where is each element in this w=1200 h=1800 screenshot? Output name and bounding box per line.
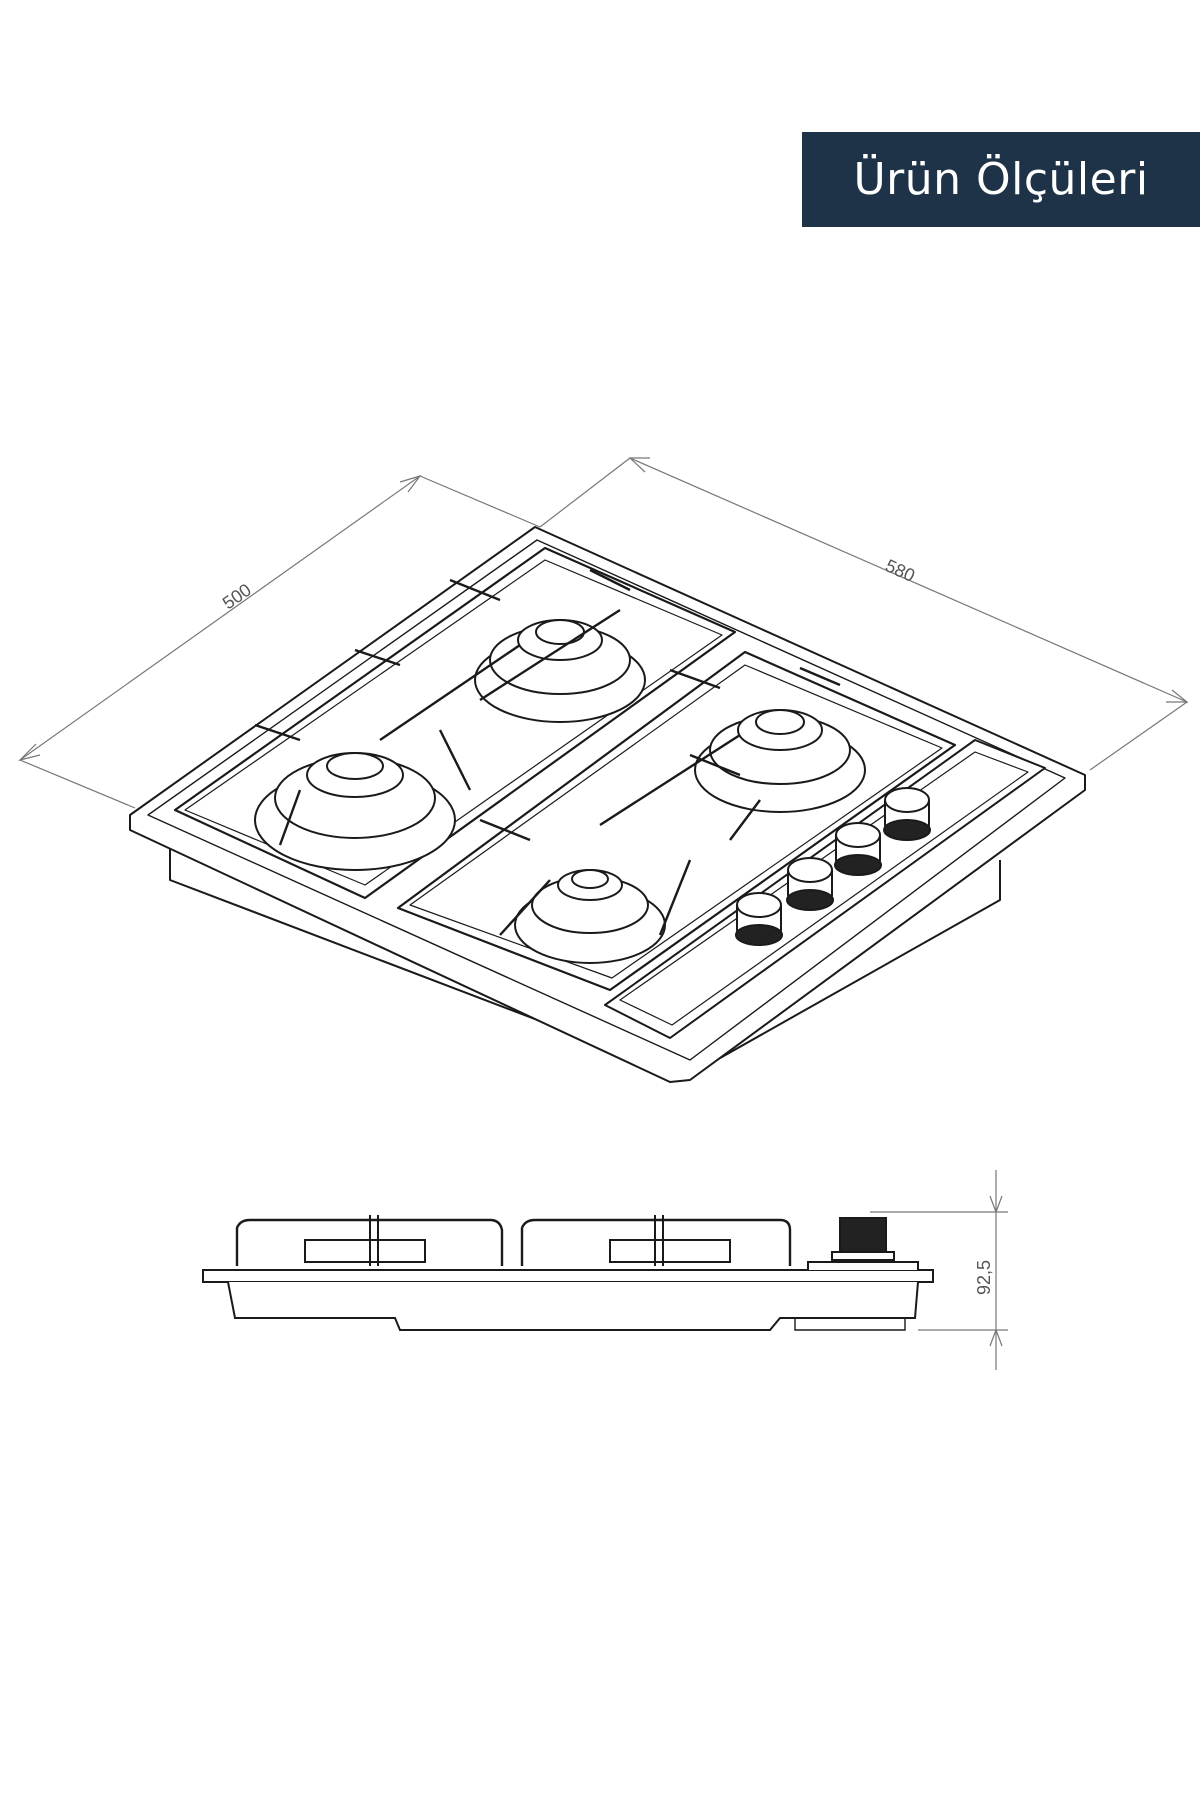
- knob-3: [834, 822, 882, 876]
- depth-dimension-line: [19, 475, 421, 761]
- grate-right: [396, 650, 957, 992]
- title-badge: Ürün Ölçüleri: [802, 132, 1200, 227]
- control-knobs: [735, 787, 931, 946]
- height-dimension-label: 92,5: [974, 1260, 994, 1295]
- knob-4: [883, 787, 931, 841]
- burner-rear-left: [474, 619, 646, 723]
- burner-front-left: [254, 752, 456, 871]
- knob-2: [786, 857, 834, 911]
- height-dimension: [870, 1170, 1008, 1370]
- grate-bars: [254, 568, 841, 936]
- depth-dimension-label: 500: [219, 580, 255, 614]
- dimension-lines: [18, 457, 1189, 809]
- side-grate-right: [520, 1218, 792, 1266]
- hob-isometric-view: [129, 526, 1086, 1083]
- knob-1: [735, 892, 783, 946]
- page-title: Ürün Ölçüleri: [853, 154, 1149, 205]
- side-body: [227, 1281, 919, 1331]
- grate-left: [173, 546, 737, 900]
- hob-side-view: [202, 1215, 934, 1331]
- burner-rear-right: [694, 709, 866, 813]
- side-burner-right: [609, 1239, 731, 1263]
- side-knob: [839, 1217, 887, 1253]
- burner-front-right: [514, 869, 666, 964]
- side-burner-left: [304, 1239, 426, 1263]
- side-top-plate: [202, 1269, 934, 1283]
- width-dimension-line: [629, 457, 1188, 703]
